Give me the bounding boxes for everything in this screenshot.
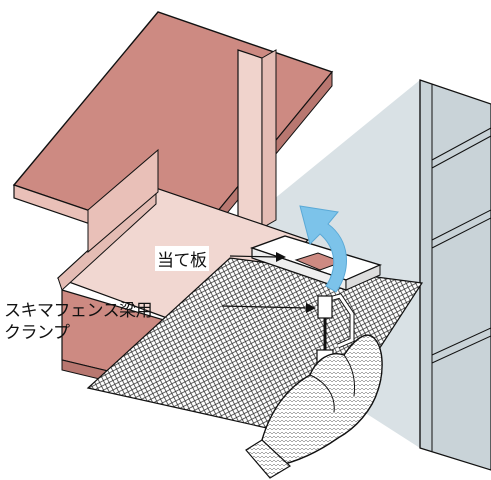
curved-up-arrow-icon	[299, 205, 347, 293]
clamp-leader-arrowhead	[306, 303, 316, 313]
plate-leader-arrowhead	[276, 252, 286, 262]
backing-plate-label: 当て板	[155, 246, 209, 271]
clamp-label-line2: クランプ	[4, 323, 70, 343]
backing-plate	[249, 235, 383, 291]
gloved-hand-icon	[245, 334, 383, 479]
plate-leader	[229, 255, 277, 258]
clamp	[316, 293, 355, 365]
clamp-leader	[221, 305, 309, 309]
clamp-label-line1: スキマフェンス梁用	[4, 301, 153, 321]
